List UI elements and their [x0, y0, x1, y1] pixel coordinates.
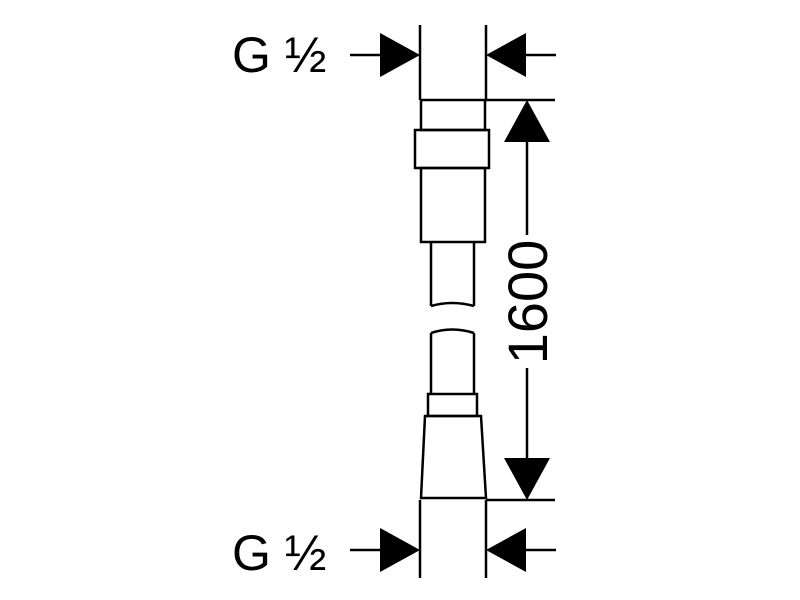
hose-upper-segment	[429, 242, 476, 306]
upper-nut-top	[419, 98, 487, 132]
arrowhead-bottom-left	[380, 528, 420, 572]
length-dimension-label: 1600	[496, 240, 559, 365]
arrowhead-top-right	[486, 33, 526, 77]
lower-fitting-ring	[426, 392, 479, 418]
hose-break-upper	[430, 301, 475, 308]
upper-fitting-body	[419, 166, 487, 244]
arrowhead-dim-up	[504, 100, 550, 142]
arrowhead-dim-down	[504, 458, 550, 500]
thread-label-bottom: G ½	[232, 525, 326, 581]
lower-fitting-cone	[419, 414, 488, 500]
thread-label-top: G ½	[232, 27, 326, 83]
hose-lower-segment	[429, 333, 476, 394]
arrowhead-bottom-right	[486, 528, 526, 572]
upper-nut-collar	[413, 128, 491, 170]
hose-break-lower	[430, 328, 475, 335]
arrowhead-top-left	[380, 33, 420, 77]
